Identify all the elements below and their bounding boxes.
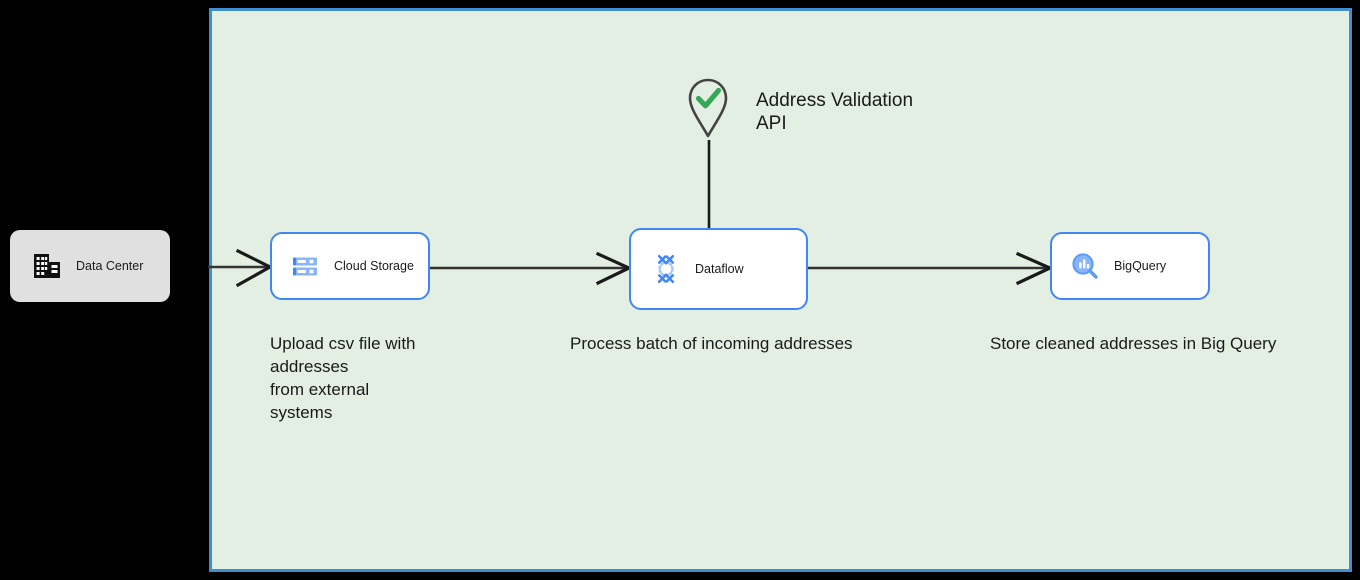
node-label-address-validation-api: Address Validation API [756, 90, 914, 134]
caption-store: Store cleaned addresses in Big Query [990, 334, 1277, 353]
caption-upload: Upload csv file with addresses from exte… [270, 334, 416, 423]
caption-process: Process batch of incoming addresses [570, 334, 853, 353]
node-bigquery[interactable]: BigQuery [1050, 232, 1210, 300]
map-pin-check-icon [684, 76, 732, 145]
node-label-data-center: Data Center [76, 258, 144, 273]
node-cloud-storage[interactable]: Cloud Storage [270, 232, 430, 300]
building-icon [32, 251, 62, 281]
node-address-validation-api[interactable]: Address Validation API [684, 76, 913, 145]
dataflow-icon [651, 253, 681, 285]
cloud-storage-icon [290, 251, 320, 281]
node-dataflow[interactable]: Dataflow [629, 228, 808, 310]
node-data-center[interactable]: Data Center [10, 230, 170, 302]
node-label-bigquery: BigQuery [1114, 258, 1167, 273]
node-label-dataflow: Dataflow [695, 261, 744, 276]
node-label-cloud-storage: Cloud Storage [334, 258, 414, 273]
bigquery-icon [1070, 251, 1100, 281]
